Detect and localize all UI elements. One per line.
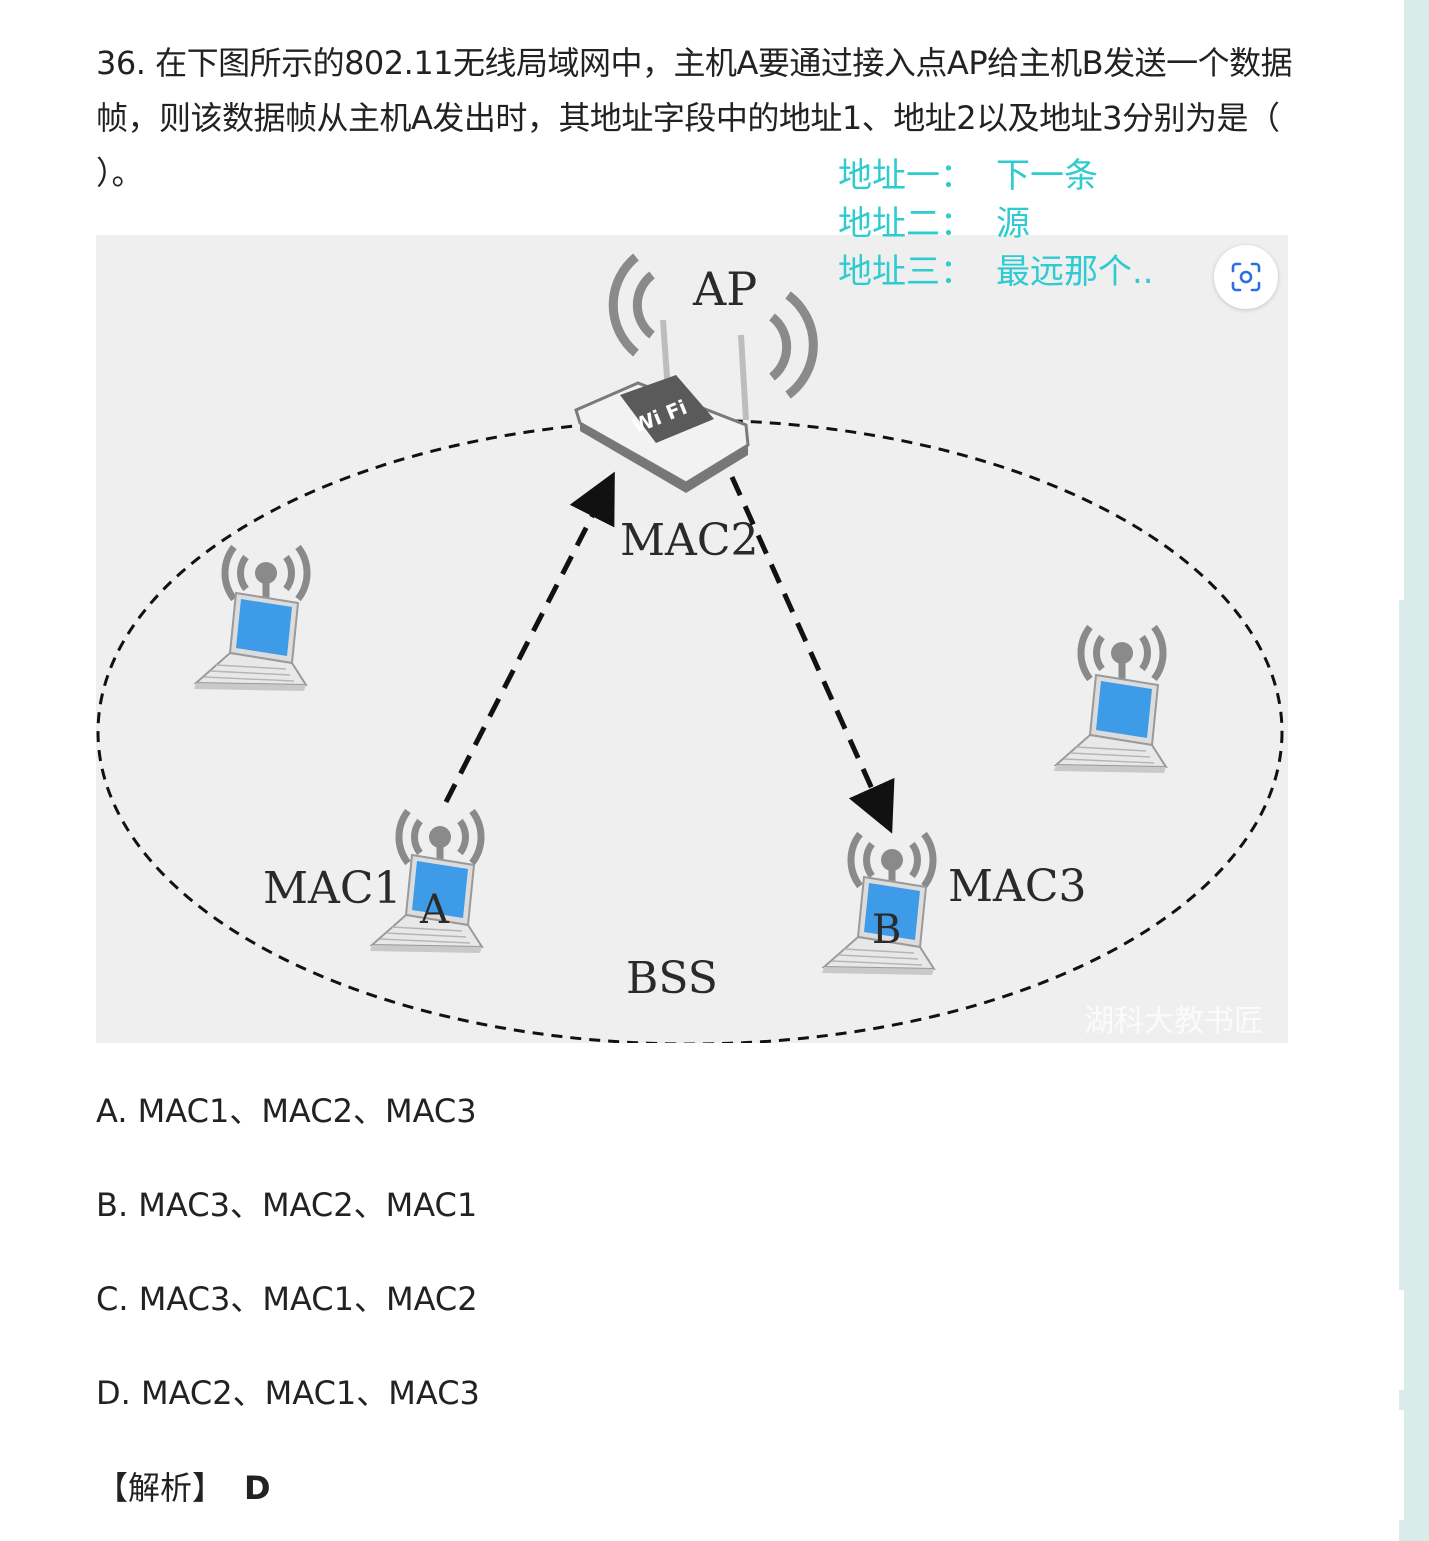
annotation-value: 下一条: [996, 156, 1098, 196]
mac2-label: MAC2: [620, 515, 759, 566]
scan-lens-button[interactable]: [1214, 245, 1278, 309]
answer-value: D: [244, 1469, 271, 1507]
bss-label: BSS: [626, 953, 718, 1004]
laptop-icon: [193, 547, 307, 692]
question-text: 36. 在下图所示的802.11无线局域网中，主机A要通过接入点AP给主机B发送…: [96, 44, 1293, 192]
option-a[interactable]: A. MAC1、MAC2、MAC3: [96, 1092, 477, 1130]
scan-lens-icon: [1231, 262, 1261, 292]
host-b-laptop-icon: [821, 834, 934, 976]
annotation-value: 最远那个..: [996, 252, 1154, 292]
arrow-a-to-ap: [443, 471, 615, 804]
sidebar-divider: [1399, 1410, 1404, 1520]
sidebar-divider: [1399, 0, 1404, 600]
mac1-label: MAC1: [263, 863, 402, 914]
annotation-key: 地址三：: [838, 252, 974, 292]
option-c[interactable]: C. MAC3、MAC1、MAC2: [96, 1280, 478, 1318]
option-d[interactable]: D. MAC2、MAC1、MAC3: [96, 1374, 480, 1412]
annotation-line-2: 地址二： 源: [838, 200, 1030, 248]
access-point-icon: Wi Fi: [574, 253, 818, 493]
host-b-label: B: [872, 907, 901, 953]
watermark: 湖科大教书匠: [1084, 1004, 1264, 1039]
right-sidebar: [1399, 0, 1429, 1541]
annotation-key: 地址一：: [838, 156, 974, 196]
network-diagram: Wi Fi AP MAC2 A MAC1 B MAC3 BS: [96, 235, 1288, 1043]
host-a-label: A: [419, 887, 450, 933]
ap-label: AP: [692, 262, 757, 316]
sidebar-divider: [1399, 1290, 1404, 1390]
answer-label: 【解析】: [96, 1469, 225, 1507]
annotation-value: 源: [996, 204, 1030, 244]
bss-diagram: Wi Fi AP MAC2 A MAC1 B MAC3 BS: [96, 253, 1284, 1043]
option-b[interactable]: B. MAC3、MAC2、MAC1: [96, 1186, 478, 1224]
answer-line: 【解析】 D: [96, 1466, 271, 1510]
annotation-key: 地址二：: [838, 204, 974, 244]
annotation-line-1: 地址一： 下一条: [838, 152, 1098, 200]
annotation-line-3: 地址三： 最远那个..: [838, 248, 1154, 296]
laptop-icon: [1053, 627, 1167, 774]
bss-boundary: [96, 418, 1284, 1043]
mac3-label: MAC3: [948, 861, 1087, 912]
